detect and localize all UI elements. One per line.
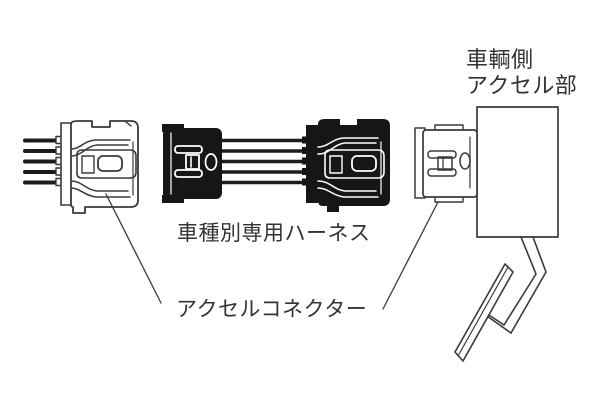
harness-wires — [220, 138, 318, 185]
harness-label: 車種別専用ハーネス — [177, 222, 371, 245]
harness-drawing — [162, 119, 390, 212]
accel-connector-left-drawing — [23, 120, 139, 214]
harness-connector-right — [302, 119, 390, 212]
leader-line-right — [382, 201, 439, 310]
accel-connector-right-drawing — [414, 124, 478, 203]
vehicle-side-label-line1: 車輌側 — [466, 47, 534, 72]
leader-line-left — [105, 193, 162, 304]
vehicle-side-accel-label: 車輌側 アクセル部 — [466, 47, 577, 99]
accel-connector-label: アクセルコネクター — [176, 298, 368, 321]
accel-unit-box — [476, 106, 559, 238]
harness-connector-left — [162, 124, 222, 203]
pedal-drawing — [454, 236, 547, 362]
vehicle-side-label-line2: アクセル部 — [466, 73, 578, 98]
